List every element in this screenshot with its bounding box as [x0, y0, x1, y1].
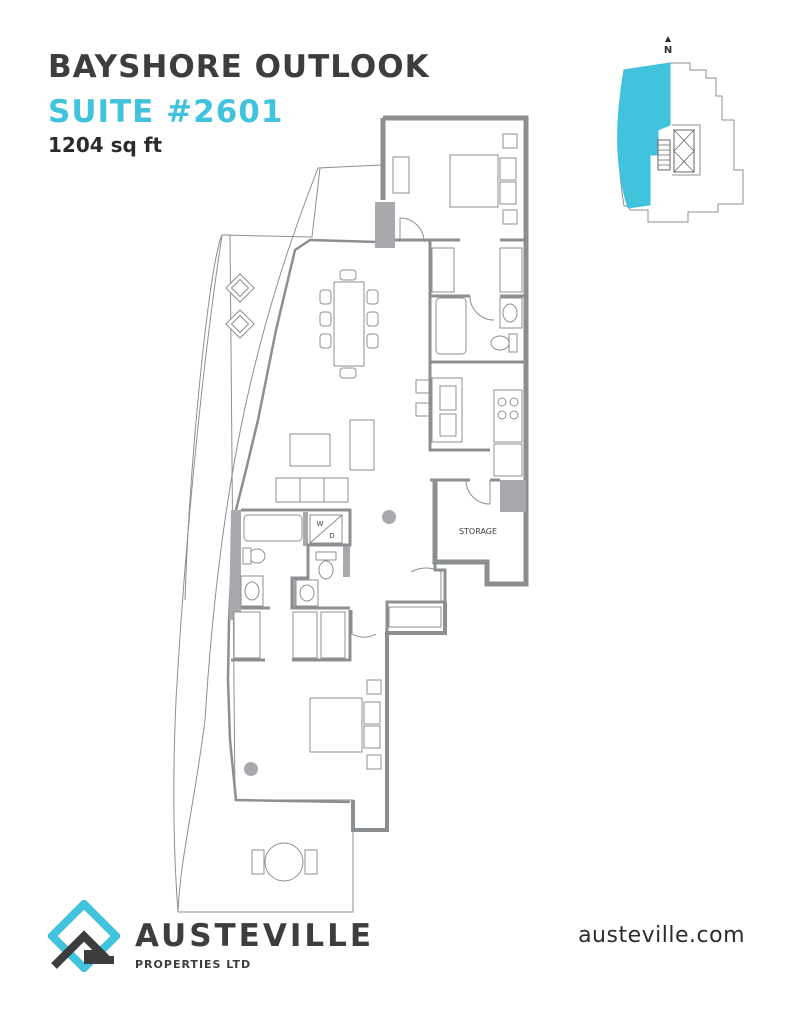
wd-divider	[309, 514, 343, 544]
balcony-north	[221, 167, 321, 238]
bathtub-main	[243, 514, 303, 542]
elevator-cross	[673, 129, 695, 173]
door-entry	[410, 567, 442, 602]
closet-low-2	[292, 611, 318, 659]
bar-stool-2	[415, 402, 430, 417]
toilet-ensuite	[318, 560, 334, 580]
door-storage	[465, 479, 491, 505]
nightstand-3	[366, 679, 382, 695]
closet-low-3	[320, 611, 346, 659]
dishwasher	[439, 413, 457, 437]
coffee-table	[289, 433, 331, 467]
wall-wd	[303, 512, 308, 546]
burner-4	[509, 410, 519, 420]
toilet-tank-top	[508, 333, 518, 353]
brand-name: AUSTEVILLE	[135, 918, 375, 954]
bed-master-pillow-2	[499, 181, 517, 205]
toilet-ensuite-tank	[315, 551, 337, 561]
bed-second	[309, 697, 363, 753]
key-plan: N	[617, 36, 744, 223]
balcony-chair-left	[251, 849, 265, 875]
interior-walls	[231, 238, 526, 662]
suite-number: SUITE #2601	[48, 94, 284, 130]
plant-living	[382, 510, 396, 524]
balcony-outline	[177, 164, 384, 913]
toilet-top	[490, 335, 510, 351]
bathroom-wall-west	[229, 510, 241, 620]
bed-master	[449, 154, 499, 208]
dryer-label: D	[329, 532, 334, 540]
bed-second-pillow-1	[363, 701, 381, 725]
bed-second-pillow-2	[363, 725, 381, 749]
floor-plan: W D STORAGE	[173, 115, 529, 913]
website-link[interactable]: austeville.com	[578, 923, 745, 948]
elevator-core	[673, 129, 695, 173]
door-master	[399, 217, 425, 243]
sink-top	[502, 303, 518, 323]
balcony-edge	[173, 234, 223, 913]
north-arrow-icon	[665, 36, 671, 42]
sink-main	[244, 581, 260, 601]
nightstand-2	[502, 209, 518, 225]
suite-area: 1204 sq ft	[48, 133, 163, 157]
column-storage	[500, 480, 526, 512]
core-wall	[672, 124, 701, 176]
sink-ensuite	[299, 584, 315, 602]
wall-mid	[343, 545, 350, 577]
exterior-wall-lower	[351, 602, 447, 832]
stair-treads	[658, 144, 670, 166]
balcony-chair-right	[304, 849, 318, 875]
balcony-table	[264, 842, 304, 882]
north-label: N	[664, 45, 672, 56]
bathtub-top	[435, 297, 467, 355]
closet-low-1	[233, 611, 261, 659]
building-title: BAYSHORE OUTLOOK	[48, 49, 430, 85]
austeville-logo-icon	[48, 900, 120, 972]
bar-stool-1	[415, 379, 430, 394]
door-ensuite-top	[469, 295, 495, 321]
door-bedroom-2	[351, 610, 377, 638]
burner-2	[509, 397, 519, 407]
armchair	[349, 419, 375, 471]
desk-master	[392, 156, 410, 194]
toilet-main-tank	[242, 547, 252, 565]
washer-label: W	[317, 520, 324, 528]
dining-chairs	[319, 269, 379, 379]
closet-top-2	[499, 247, 523, 293]
sofa-cushions	[299, 478, 325, 502]
kitchen-sink	[439, 385, 457, 411]
burner-3	[497, 410, 507, 420]
brand-subtitle: PROPERTIES LTD	[135, 958, 252, 971]
fridge	[493, 443, 523, 477]
dining-table	[333, 281, 365, 367]
nightstand-1	[502, 133, 518, 149]
plant-bedroom	[244, 762, 258, 776]
balcony-chairs	[225, 273, 255, 339]
column-north	[375, 202, 395, 248]
sofa	[275, 477, 349, 503]
burner-1	[497, 397, 507, 407]
closet-entry	[388, 606, 442, 628]
nightstand-4	[366, 754, 382, 770]
closet-top-1	[431, 247, 455, 293]
entry-wall	[385, 562, 447, 633]
bed-master-pillow-1	[499, 157, 517, 181]
storage-label: STORAGE	[459, 527, 497, 536]
